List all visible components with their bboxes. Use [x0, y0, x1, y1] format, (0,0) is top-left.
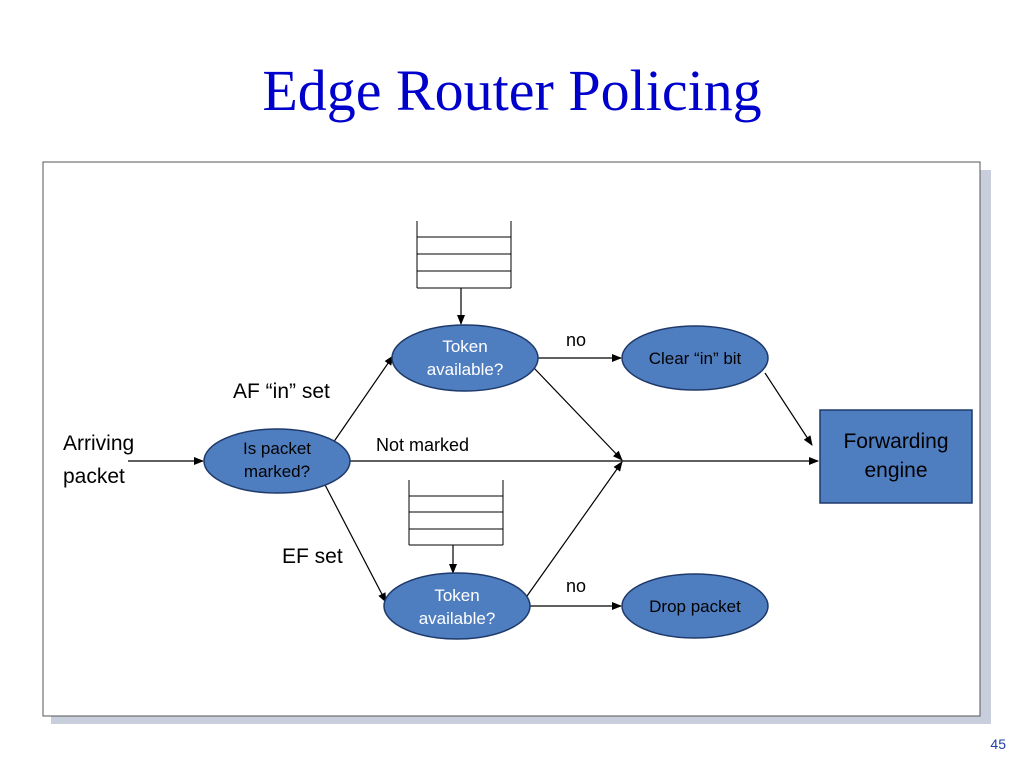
node-token-ef-line2: available? [419, 609, 496, 628]
arrow-clear-to-forwarding [764, 372, 813, 446]
node-clear-bit-text: Clear “in” bit [649, 349, 742, 368]
arrow-af-yes [533, 367, 623, 461]
node-token-ef: Token available? [383, 572, 531, 640]
node-classifier-line2: marked? [244, 462, 310, 481]
node-forwarding-line1: Forwarding [843, 430, 948, 453]
label-not-marked: Not marked [376, 435, 469, 455]
node-clear-bit: Clear “in” bit [621, 325, 769, 391]
node-forwarding: Forwarding engine [819, 409, 973, 504]
arrow-to-token-ef [322, 480, 387, 603]
token-bucket-af [416, 221, 512, 289]
arrow-ef-yes [526, 461, 623, 597]
label-no-bottom: no [566, 576, 586, 596]
label-ef-set: EF set [282, 545, 343, 568]
page-number: 45 [990, 736, 1006, 752]
label-arriving-line2: packet [63, 465, 125, 488]
node-token-af-line1: Token [442, 337, 487, 356]
node-token-ef-line1: Token [434, 586, 479, 605]
label-arriving-line1: Arriving [63, 432, 134, 455]
slide-title: Edge Router Policing [262, 58, 762, 123]
token-bucket-ef [408, 480, 504, 546]
node-drop: Drop packet [621, 573, 769, 639]
node-drop-text: Drop packet [649, 597, 741, 616]
node-token-af: Token available? [391, 324, 539, 392]
node-forwarding-line2: engine [864, 459, 927, 482]
label-af-set: AF “in” set [233, 380, 330, 403]
node-classifier-line1: Is packet [243, 439, 311, 458]
label-no-top: no [566, 330, 586, 350]
arrow-to-token-af [332, 355, 394, 444]
node-token-af-line2: available? [427, 360, 504, 379]
node-classifier: Is packet marked? [203, 428, 351, 494]
